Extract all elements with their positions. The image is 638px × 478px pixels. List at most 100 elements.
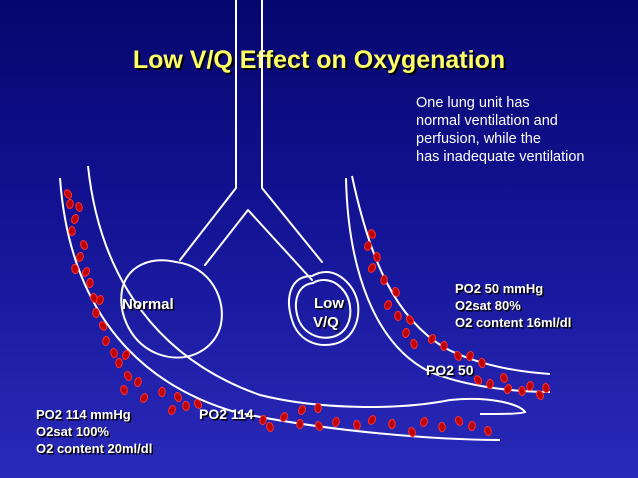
red-blood-cells xyxy=(63,189,550,437)
red-blood-cell xyxy=(134,376,142,388)
red-blood-cell xyxy=(168,405,176,415)
note-line-1: One lung unit has xyxy=(416,95,530,111)
normal-unit-stats: PO2 114 mmHg O2sat 100% O2 content 20ml/… xyxy=(36,406,152,457)
normal-unit-o2sat: O2sat 100% xyxy=(36,424,109,439)
red-blood-cell xyxy=(296,418,304,430)
red-blood-cell xyxy=(280,412,288,422)
red-blood-cell xyxy=(314,402,322,414)
red-blood-cell xyxy=(368,229,376,239)
red-blood-cell xyxy=(420,417,428,427)
normal-unit-po2-label: PO2 114 xyxy=(199,406,254,422)
red-blood-cell xyxy=(388,418,396,430)
red-blood-cell xyxy=(380,274,388,286)
red-blood-cell xyxy=(90,293,98,303)
red-blood-cell xyxy=(110,347,118,359)
red-blood-cell xyxy=(139,393,149,403)
low-unit-o2content: O2 content 16ml/dl xyxy=(455,315,572,330)
red-blood-cell xyxy=(102,335,110,347)
red-blood-cell xyxy=(392,287,400,297)
low-vq-alveolus xyxy=(288,270,360,346)
red-blood-cell xyxy=(466,350,474,362)
red-blood-cell xyxy=(174,392,182,402)
red-blood-cell xyxy=(454,351,462,361)
red-blood-cell xyxy=(526,380,534,392)
red-blood-cell xyxy=(428,334,436,344)
red-blood-cell xyxy=(402,327,410,339)
capillary-main-outer xyxy=(59,177,501,441)
low-unit-po2-label: PO2 50 xyxy=(426,362,474,378)
airway-tree xyxy=(179,0,323,281)
red-blood-cell xyxy=(124,371,132,381)
red-blood-cell xyxy=(367,263,377,273)
red-blood-cell xyxy=(384,300,392,310)
red-blood-cell xyxy=(315,421,323,431)
red-blood-cell xyxy=(438,421,446,433)
low-vq-label-line1: Low xyxy=(314,295,344,312)
red-blood-cell xyxy=(122,350,130,360)
red-blood-cell xyxy=(63,189,73,199)
normal-unit-o2content: O2 content 20ml/dl xyxy=(36,441,153,456)
red-blood-cell xyxy=(536,390,544,400)
capillary-main-inner xyxy=(87,165,527,415)
red-blood-cell xyxy=(486,378,494,390)
trachea-right-wall xyxy=(261,0,323,263)
explanation-note: One lung unit has normal ventilation and… xyxy=(416,94,631,166)
red-blood-cell xyxy=(500,372,508,384)
red-blood-cell xyxy=(332,416,340,428)
normal-alveolus xyxy=(120,259,223,359)
red-blood-cell xyxy=(120,384,128,396)
red-blood-cell xyxy=(478,357,486,369)
red-blood-cell xyxy=(373,251,381,263)
bronchi-inner-branch xyxy=(204,209,313,281)
red-blood-cell xyxy=(473,375,483,385)
red-blood-cell xyxy=(158,386,166,398)
red-blood-cell xyxy=(71,214,79,224)
red-blood-cell xyxy=(298,405,306,415)
red-blood-cell xyxy=(81,267,91,277)
red-blood-cell xyxy=(542,382,550,394)
normal-unit-label: Normal xyxy=(122,296,174,313)
low-unit-stats: PO2 50 mmHg O2sat 80% O2 content 16ml/dl xyxy=(455,280,571,331)
red-blood-cell xyxy=(504,384,512,394)
slide-title: Low V/Q Effect on Oxygenation xyxy=(132,46,506,74)
red-blood-cell xyxy=(405,315,415,325)
red-blood-cell xyxy=(86,277,94,289)
red-blood-cell xyxy=(353,419,361,431)
red-blood-cell xyxy=(80,240,88,250)
low-unit-po2: PO2 50 mmHg xyxy=(455,281,544,296)
capillary-vessels xyxy=(59,165,551,441)
red-blood-cell xyxy=(76,251,84,263)
red-blood-cell xyxy=(367,415,377,425)
red-blood-cell xyxy=(454,416,464,426)
note-line-4: has inadequate ventilation xyxy=(416,149,585,165)
red-blood-cell xyxy=(71,263,79,275)
red-blood-cell xyxy=(266,421,274,433)
red-blood-cell xyxy=(364,240,372,252)
red-blood-cell xyxy=(484,425,492,437)
normal-unit-po2: PO2 114 mmHg xyxy=(36,407,131,422)
red-blood-cell xyxy=(68,225,76,237)
red-blood-cell xyxy=(259,414,267,426)
red-blood-cell xyxy=(115,357,123,369)
red-blood-cell xyxy=(92,307,100,319)
red-blood-cell xyxy=(75,201,83,213)
red-blood-cell xyxy=(518,385,526,397)
red-blood-cell xyxy=(182,400,190,412)
note-line-3: perfusion, while the xyxy=(416,131,541,147)
red-blood-cell xyxy=(410,338,418,350)
red-blood-cell xyxy=(468,420,476,432)
low-vq-label-line2: V/Q xyxy=(313,314,339,331)
red-blood-cell xyxy=(408,427,416,437)
capillary-low-outer xyxy=(351,175,551,375)
red-blood-cell xyxy=(440,340,448,352)
red-blood-cell xyxy=(193,399,203,409)
note-line-2: normal ventilation and xyxy=(416,113,558,129)
red-blood-cell xyxy=(66,198,74,210)
red-blood-cell xyxy=(98,321,108,331)
low-unit-o2sat: O2sat 80% xyxy=(455,298,521,313)
red-blood-cell xyxy=(394,310,402,322)
trachea-left-wall xyxy=(179,0,237,261)
red-blood-cell xyxy=(96,295,104,305)
